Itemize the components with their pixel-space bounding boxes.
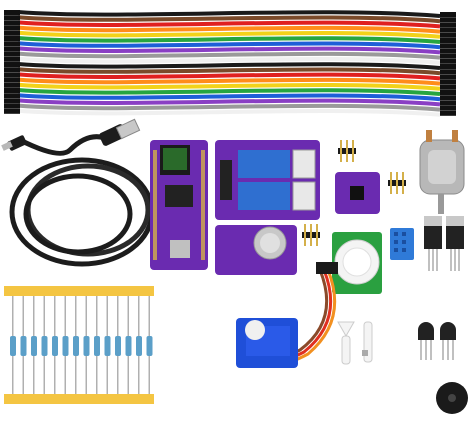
wire-connector	[440, 69, 456, 75]
wire-connector	[4, 67, 20, 73]
resistor	[62, 336, 69, 356]
wire-connector	[4, 108, 20, 114]
transistors	[418, 322, 456, 360]
jumper-wire	[17, 72, 441, 81]
wire-connector	[4, 103, 20, 109]
jumper-wire	[17, 82, 441, 91]
resistor	[83, 336, 90, 356]
jumper-wire	[17, 103, 441, 112]
resistor	[31, 336, 37, 356]
buzzer	[436, 382, 468, 414]
wire-connector	[440, 27, 456, 33]
wire-connector	[440, 17, 456, 23]
wire-connector	[440, 74, 456, 80]
jumper-wire	[17, 77, 441, 86]
wire-connector	[440, 48, 456, 54]
jumper-wire	[17, 62, 441, 70]
small-sensor-board	[335, 172, 380, 214]
resistor	[125, 336, 132, 356]
wire-connector	[4, 72, 20, 78]
gas-sensor-module	[215, 225, 297, 275]
usb-cable	[1, 118, 155, 267]
jumper-wire	[17, 67, 441, 76]
resistor-tape-top	[4, 286, 154, 296]
wire-connector	[4, 10, 20, 15]
dev-board	[150, 140, 208, 270]
dht-sensor	[390, 228, 414, 260]
wire-connector	[440, 38, 456, 43]
wire-connector	[440, 90, 456, 95]
wire-connector	[4, 51, 20, 57]
wire-connector	[440, 79, 456, 85]
resistor	[41, 336, 48, 356]
resistor	[52, 336, 58, 356]
wire-connector	[4, 62, 20, 67]
wire-connector	[440, 53, 456, 59]
dc-motor	[419, 130, 465, 214]
resistor	[73, 336, 79, 356]
jumper-wire	[17, 88, 441, 96]
wire-connector	[440, 84, 456, 90]
wire-connector	[440, 100, 456, 106]
wire-connector	[4, 15, 20, 21]
pin-headers	[302, 140, 406, 246]
jumper-wire	[17, 30, 441, 39]
wire-connector	[4, 88, 20, 93]
wire-connector	[440, 64, 456, 69]
wire-connector	[4, 20, 20, 26]
jumper-wire	[17, 36, 441, 44]
jumper-wire	[17, 93, 441, 102]
jumper-wire	[17, 46, 441, 55]
jumper-wire	[17, 15, 441, 24]
wire-connector	[4, 98, 20, 104]
jumper-wire	[17, 108, 441, 117]
wire-connector	[4, 41, 20, 47]
resistor	[20, 336, 27, 356]
servo-horns	[337, 321, 373, 365]
jumper-wire	[17, 51, 441, 60]
wire-connector	[440, 95, 456, 101]
wire-connector	[4, 93, 20, 99]
voltage-regulators	[424, 216, 464, 271]
wire-connector	[4, 82, 20, 88]
jumper-wire	[17, 41, 441, 50]
jumper-wires	[4, 10, 456, 117]
jumper-wire	[17, 25, 441, 34]
servo-motor	[236, 262, 338, 368]
wire-connector	[4, 56, 20, 62]
wire-connector	[4, 46, 20, 52]
resistor-tape-bottom	[4, 394, 154, 404]
jumper-wire	[17, 56, 441, 65]
wire-connector	[440, 12, 456, 17]
jumper-wire	[17, 10, 441, 18]
wire-connector	[4, 30, 20, 36]
resistor	[94, 336, 100, 356]
resistor	[115, 336, 121, 356]
wire-connector	[440, 110, 456, 116]
resistor-strip	[4, 286, 154, 404]
wire-connector	[4, 77, 20, 83]
resistor	[10, 336, 16, 356]
wire-connector	[4, 25, 20, 31]
jumper-wire	[17, 20, 441, 29]
wire-connector	[4, 36, 20, 41]
resistor	[146, 336, 153, 356]
relay-module	[215, 140, 320, 220]
jumper-wire	[17, 98, 441, 107]
wire-connector	[440, 22, 456, 28]
resistor	[104, 336, 111, 356]
pir-motion-sensor	[332, 232, 382, 294]
wire-connector	[440, 58, 456, 64]
wire-connector	[440, 43, 456, 49]
resistor	[136, 336, 142, 356]
wire-connector	[440, 32, 456, 38]
wire-connector	[440, 105, 456, 111]
